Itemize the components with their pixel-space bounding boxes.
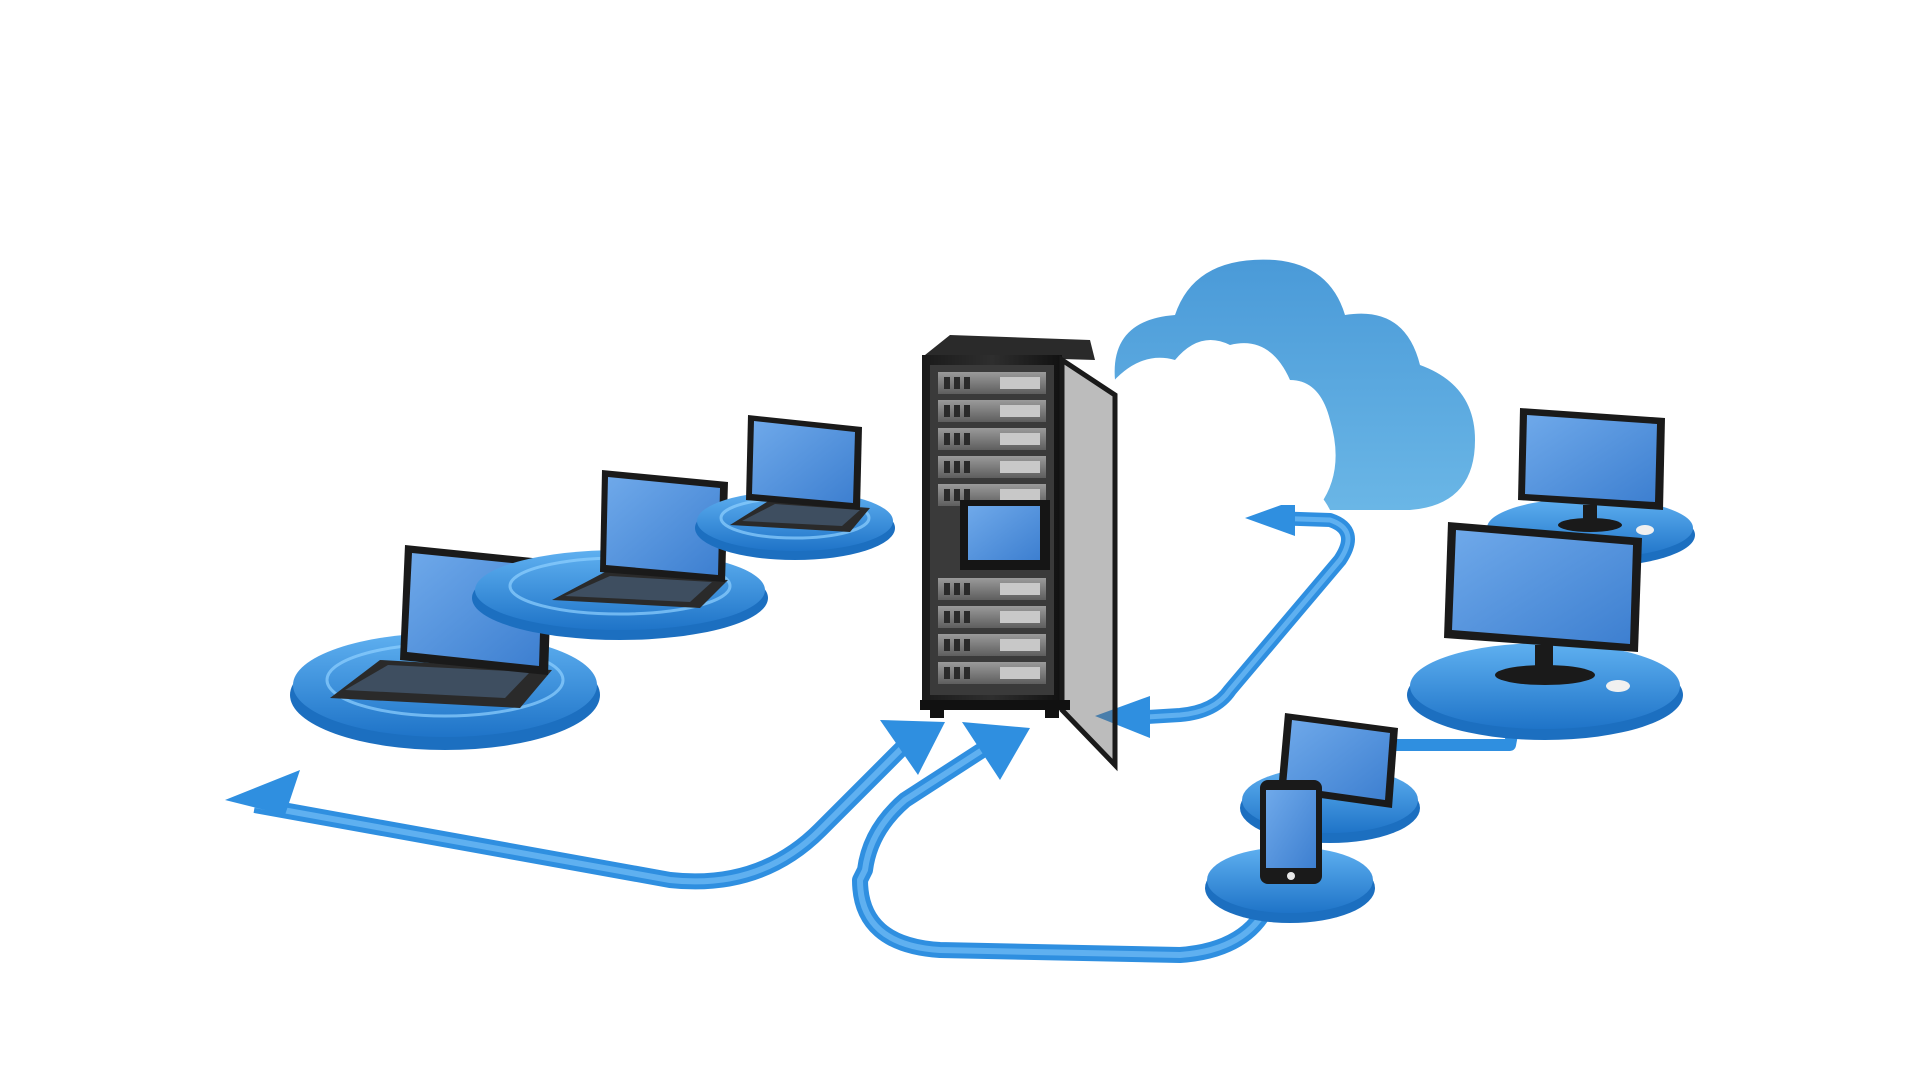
monitor-node-front	[1407, 522, 1683, 740]
rack-vent	[944, 377, 950, 389]
rack-vent	[944, 667, 950, 679]
rack-vent	[964, 433, 970, 445]
rack-vent	[954, 611, 960, 623]
rack-vent	[944, 461, 950, 473]
laptop-node-back	[695, 415, 895, 560]
rack-vent	[954, 377, 960, 389]
rack-vent	[964, 405, 970, 417]
rack-vent	[954, 489, 960, 501]
arrowhead-icon	[962, 722, 1030, 780]
laptop-icon	[730, 415, 870, 532]
connection-server-to-cloud	[1095, 500, 1355, 738]
laptop-node-middle	[472, 470, 768, 640]
connection-smartphone-to-server	[852, 722, 1278, 963]
rack-vent	[954, 405, 960, 417]
rack-vent	[954, 639, 960, 651]
rack-vent	[954, 667, 960, 679]
cloud-icon	[1110, 259, 1475, 510]
rack-drive-bay	[1000, 667, 1040, 679]
monitor-icon	[1518, 408, 1665, 535]
arrowhead-icon	[1245, 500, 1295, 536]
arrowhead-icon	[225, 770, 300, 815]
arrowhead-icon	[880, 720, 945, 775]
rack-vent	[944, 583, 950, 595]
rack-vent	[964, 667, 970, 679]
laptop-icon	[552, 470, 728, 608]
rack-vent	[944, 433, 950, 445]
rack-drive-bay	[1000, 433, 1040, 445]
rack-vent	[944, 489, 950, 501]
rack-drive-bay	[1000, 461, 1040, 473]
rack-vent	[944, 405, 950, 417]
rack-drive-bay	[1000, 639, 1040, 651]
rack-vent	[964, 461, 970, 473]
rack-vent	[944, 639, 950, 651]
rack-vent	[964, 611, 970, 623]
connection-laptops-to-server	[225, 720, 945, 890]
rack-drive-bay	[1000, 489, 1040, 501]
smartphone-node	[1205, 780, 1375, 923]
rack-drive-bay	[1000, 611, 1040, 623]
rack-vent	[954, 461, 960, 473]
rack-vent	[964, 377, 970, 389]
smartphone-icon	[1260, 780, 1322, 884]
rack-vent	[964, 489, 970, 501]
rack-drive-bay	[1000, 583, 1040, 595]
rack-drive-bay	[1000, 377, 1040, 389]
rack-vent	[964, 639, 970, 651]
rack-vent	[964, 583, 970, 595]
arrowhead-icon	[1095, 696, 1150, 738]
server-rack-icon	[920, 335, 1118, 772]
rack-drive-bay	[1000, 405, 1040, 417]
rack-vent	[944, 611, 950, 623]
rack-vent	[954, 433, 960, 445]
rack-vent	[954, 583, 960, 595]
monitor-icon	[1444, 522, 1642, 692]
